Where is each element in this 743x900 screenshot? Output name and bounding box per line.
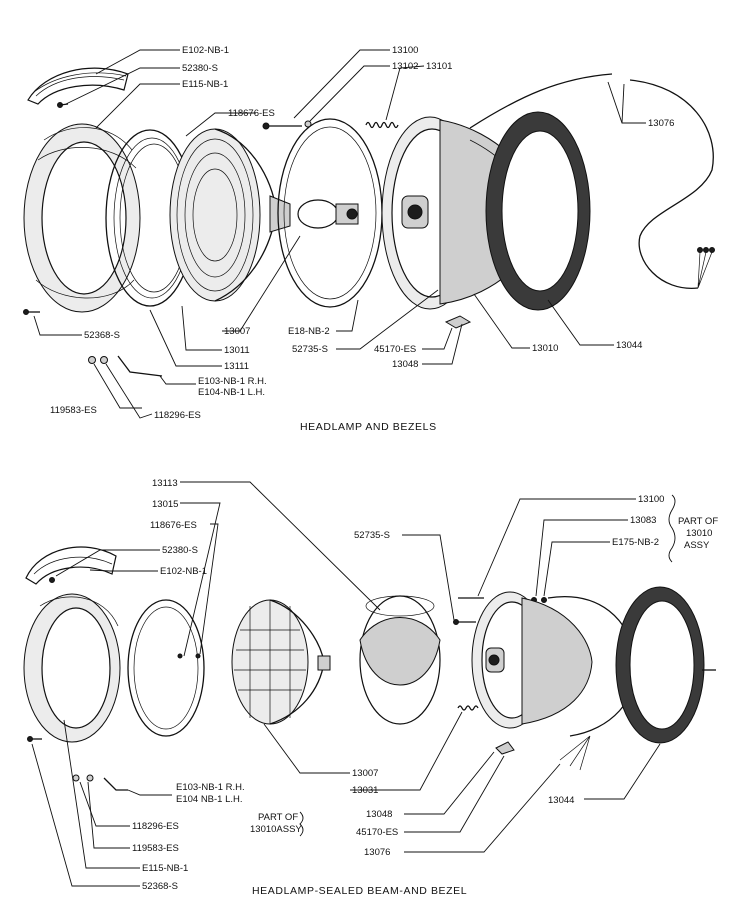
label-13007-bottom: 13007 (352, 768, 378, 779)
label-E18-NB-2: E18-NB-2 (288, 326, 330, 337)
leader-lines-top (33, 49, 646, 419)
top-diagram: E102-NB-1 52380-S E115-NB-1 118676-ES 13… (23, 45, 715, 433)
label-119583-ES-bottom: 119583-ES (132, 843, 179, 854)
label-13044-bottom: 13044 (548, 795, 574, 806)
label-E115-NB-1-bottom: E115-NB-1 (142, 863, 188, 874)
screw-spring (262, 120, 399, 130)
caption-headlamp-and-bezels: HEADLAMP AND BEZELS (300, 421, 437, 433)
label-13076-bottom: 13076 (364, 847, 390, 858)
label-13048: 13048 (392, 359, 418, 370)
label-E103-NB-1-bottom: E103-NB-1 R.H. (176, 782, 245, 793)
label-13100-bottom: 13100 (638, 494, 664, 505)
lamp-housing-bottom (471, 591, 593, 729)
label-E175-NB-2: E175-NB-2 (612, 537, 659, 548)
label-part-of-left-2: 13010ASSY (250, 824, 302, 835)
label-E115-NB-1: E115-NB-1 (182, 79, 228, 90)
label-119583-ES: 119583-ES (50, 405, 97, 416)
bottom-diagram: 13113 13015 118676-ES 52380-S E102-NB-1 … (23, 478, 718, 897)
label-118296-ES: 118296-ES (154, 410, 201, 421)
label-52735-S-bottom: 52735-S (354, 530, 390, 541)
label-E103-NB-1: E103-NB-1 R.H. (198, 376, 267, 387)
small-parts (23, 309, 472, 377)
labels-bottom: 13113 13015 118676-ES 52380-S E102-NB-1 … (132, 478, 718, 892)
label-13083: 13083 (630, 515, 656, 526)
label-E104-NB-1: E104-NB-1 L.H. (198, 387, 265, 398)
label-part-of-left-1: PART OF (258, 812, 298, 823)
label-52380-S-bottom: 52380-S (162, 545, 198, 556)
label-52380-S: 52380-S (182, 63, 218, 74)
label-52368-S-bottom: 52368-S (142, 881, 178, 892)
label-45170-ES-bottom: 45170-ES (356, 827, 398, 838)
label-E104-NB-1-bottom: E104 NB-1 L.H. (176, 794, 243, 805)
label-13111: 13111 (224, 361, 249, 372)
label-13076: 13076 (648, 118, 674, 129)
lens-reflector (169, 128, 291, 302)
retaining-ring-bottom (127, 599, 205, 737)
housing-gasket-bottom (615, 586, 716, 744)
label-part-of-right-1: PART OF (678, 516, 718, 527)
label-118676-ES-bottom: 118676-ES (150, 520, 197, 531)
small-parts-bottom (27, 736, 515, 791)
label-E102-NB-1-bottom: E102-NB-1 (160, 566, 207, 577)
outer-bezel (23, 123, 141, 313)
mounting-ring (359, 595, 441, 725)
visor-part (27, 67, 129, 105)
outer-bezel-bottom (23, 593, 121, 743)
label-13101: 13101 (426, 61, 452, 72)
label-E102-NB-1: E102-NB-1 (182, 45, 229, 56)
label-13044: 13044 (616, 340, 642, 351)
screw-part (57, 102, 69, 108)
sealed-beam-unit (231, 599, 331, 725)
label-13015: 13015 (152, 499, 178, 510)
label-13031: 13031 (352, 785, 378, 796)
label-13011: 13011 (224, 345, 250, 356)
label-13048-bottom: 13048 (366, 809, 392, 820)
label-52735-S: 52735-S (292, 344, 328, 355)
housing-gasket (485, 111, 591, 311)
labels-top: E102-NB-1 52380-S E115-NB-1 118676-ES 13… (50, 45, 674, 421)
label-45170-ES: 45170-ES (374, 344, 416, 355)
visor-part-bottom (25, 546, 117, 585)
wire-harness (469, 73, 715, 289)
label-118296-ES-bottom: 118296-ES (132, 821, 179, 832)
bulb (297, 199, 359, 229)
label-13100: 13100 (392, 45, 418, 56)
label-part-of-right-2: 13010 (686, 528, 712, 539)
label-52368-S: 52368-S (84, 330, 120, 341)
label-118676-ES: 118676-ES (228, 108, 275, 119)
caption-headlamp-sealed-beam-and-bezel: HEADLAMP-SEALED BEAM-AND BEZEL (252, 885, 467, 897)
leader-lines-bottom (31, 481, 676, 887)
label-13010: 13010 (532, 343, 558, 354)
label-13102: 13102 (392, 61, 418, 72)
label-13007: 13007 (224, 326, 250, 337)
label-13113: 13113 (152, 478, 178, 489)
label-part-of-right-3: ASSY (684, 540, 710, 551)
